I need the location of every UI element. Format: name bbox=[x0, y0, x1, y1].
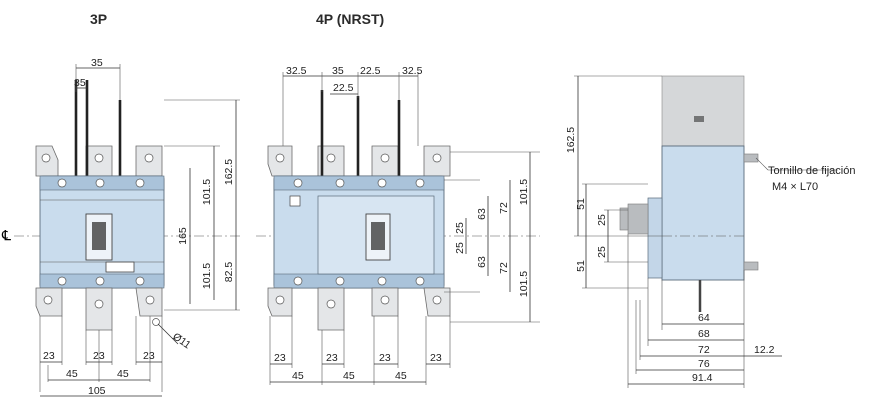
view-4p: 32.5 35 22.5 32.5 22.5 101.5 72 63 25 25… bbox=[256, 65, 540, 385]
dim-4p-23-c: 23 bbox=[379, 352, 391, 364]
dim-3p-23-b: 23 bbox=[93, 350, 105, 362]
dim-4p-23-a: 23 bbox=[274, 352, 286, 364]
dim-4p-32-5-b: 32.5 bbox=[402, 65, 423, 77]
dim-3p-23-a: 23 bbox=[43, 350, 55, 362]
dim-4p-72-top: 72 bbox=[498, 202, 510, 214]
dim-side-68: 68 bbox=[698, 328, 710, 340]
dim-4p-25-bottom: 25 bbox=[454, 242, 466, 254]
dim-side-91-4: 91.4 bbox=[692, 372, 713, 384]
dim-3p-45-b: 45 bbox=[117, 368, 129, 380]
dim-side-25-top: 25 bbox=[596, 214, 608, 226]
dim-4p-22-5-a: 22.5 bbox=[360, 65, 381, 77]
handle-extension bbox=[661, 75, 745, 147]
bottom-lug-center bbox=[85, 287, 113, 331]
dim-side-162-5: 162.5 bbox=[565, 127, 577, 153]
dim-3p-23-c: 23 bbox=[143, 350, 155, 362]
bottom-lug-4p-2 bbox=[317, 287, 345, 331]
title-3p: 3P bbox=[90, 11, 107, 27]
dim-4p-35: 35 bbox=[332, 65, 344, 77]
dim-side-51-bottom: 51 bbox=[575, 260, 587, 272]
breaker-handle-3p bbox=[85, 213, 113, 261]
dim-side-51-top: 51 bbox=[575, 198, 587, 210]
fixing-screw-spec: M4 × L70 bbox=[772, 181, 818, 193]
dim-4p-32-5-a: 32.5 bbox=[286, 65, 307, 77]
dim-4p-45-a: 45 bbox=[292, 370, 304, 382]
dim-4p-23-b: 23 bbox=[326, 352, 338, 364]
dim-4p-72-bottom: 72 bbox=[498, 262, 510, 274]
dim-3p-82-5: 82.5 bbox=[223, 262, 235, 283]
dim-3p-top-2: 35 bbox=[74, 77, 86, 89]
dim-3p-101-5-top: 101.5 bbox=[201, 179, 213, 205]
dim-4p-63-bottom: 63 bbox=[476, 256, 488, 268]
dim-side-25-bottom: 25 bbox=[596, 246, 608, 258]
dim-side-64: 64 bbox=[698, 312, 710, 324]
dim-3p-101-5-bottom: 101.5 bbox=[201, 263, 213, 289]
dim-4p-101-5-top: 101.5 bbox=[518, 179, 530, 205]
dim-4p-45-c: 45 bbox=[395, 370, 407, 382]
dim-3p-162-5: 162.5 bbox=[223, 159, 235, 185]
title-4p: 4P (NRST) bbox=[316, 11, 384, 27]
dim-side-76: 76 bbox=[698, 358, 710, 370]
centerline-symbol: ℄ bbox=[1, 227, 11, 243]
dim-side-72: 72 bbox=[698, 344, 710, 356]
dim-3p-hole: Ø11 bbox=[170, 331, 193, 352]
dim-4p-45-b: 45 bbox=[343, 370, 355, 382]
dim-4p-23-d: 23 bbox=[430, 352, 442, 364]
dim-3p-165: 165 bbox=[177, 227, 189, 245]
dim-4p-22-5-b: 22.5 bbox=[333, 82, 354, 94]
dim-4p-63-top: 63 bbox=[476, 208, 488, 220]
dim-4p-25-top: 25 bbox=[454, 222, 466, 234]
dim-side-12-2: 12.2 bbox=[754, 344, 775, 356]
fixing-screw-label: Tornillo de fijación bbox=[768, 165, 855, 177]
dim-3p-45-a: 45 bbox=[66, 368, 78, 380]
view-3p: ℄ 35 35 bbox=[1, 57, 240, 397]
side-view: 162.5 51 25 25 51 Tornillo de fijación M… bbox=[565, 75, 855, 388]
dim-3p-105: 105 bbox=[88, 385, 106, 397]
breaker-side-body bbox=[661, 145, 745, 281]
dim-3p-top-1: 35 bbox=[91, 57, 103, 69]
dim-4p-101-5-bottom: 101.5 bbox=[518, 271, 530, 297]
